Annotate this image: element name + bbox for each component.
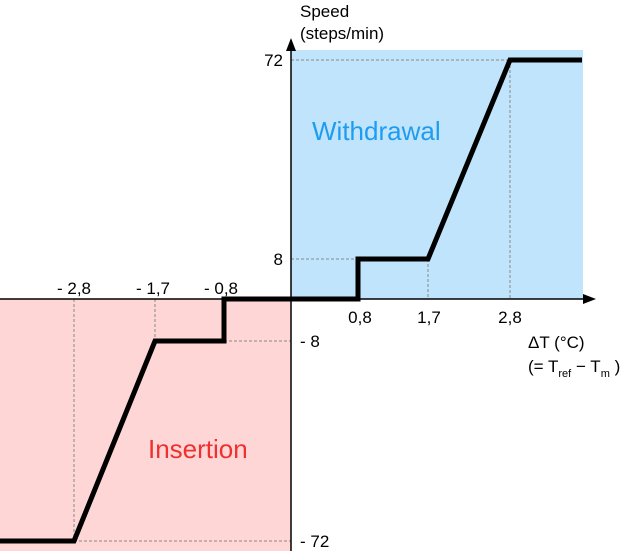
- x-tick-neg-1-7: - 1,7: [136, 279, 170, 298]
- x-tick-0-8: 0,8: [348, 308, 372, 327]
- guide-lines: [73, 59, 511, 542]
- withdrawal-label: Withdrawal: [312, 116, 441, 146]
- y-tick-72: 72: [264, 51, 283, 70]
- x-tick-neg-0-8: - 0,8: [204, 279, 238, 298]
- insertion-label: Insertion: [148, 434, 248, 464]
- y-axis-title-line2: (steps/min): [300, 24, 384, 43]
- withdrawal-region: [291, 50, 583, 299]
- y-axis-arrow-icon: [286, 38, 296, 51]
- x-tick-1-7: 1,7: [417, 308, 441, 327]
- insertion-region: [0, 299, 291, 551]
- y-tick-neg-8: - 8: [300, 332, 320, 351]
- y-axis-title-line1: Speed: [300, 2, 349, 21]
- x-axis-title-line2: (= Tref − Tm ): [528, 357, 620, 380]
- x-axis-title-line1: ΔT (°C): [528, 333, 585, 352]
- x-tick-neg-2-8: - 2,8: [57, 279, 91, 298]
- y-tick-neg-72: - 72: [300, 532, 329, 551]
- speed-curve: [0, 57, 582, 544]
- x-axis-arrow-icon: [583, 294, 596, 304]
- x-tick-2-8: 2,8: [498, 308, 522, 327]
- y-tick-8: 8: [274, 250, 283, 269]
